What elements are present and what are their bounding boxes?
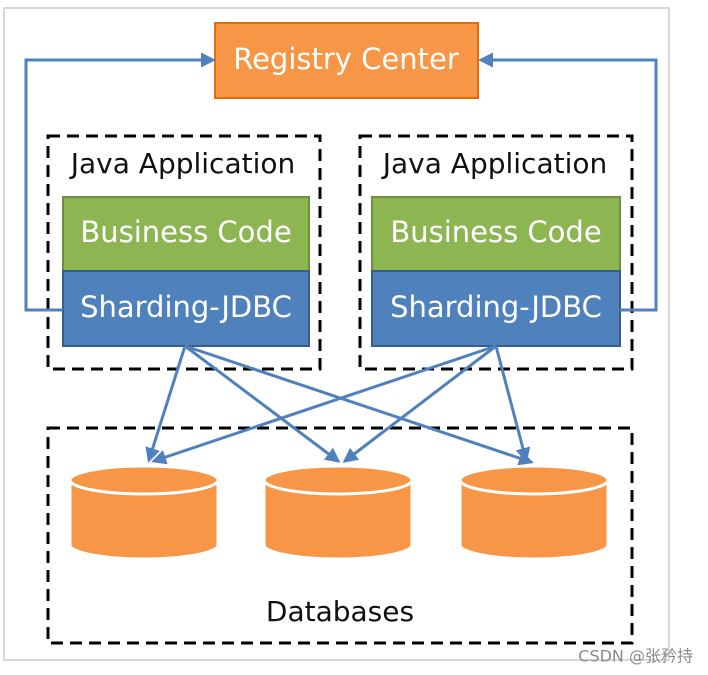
registry-center-box bbox=[214, 22, 479, 99]
business-code-right-label: Business Code bbox=[390, 215, 601, 249]
database-cylinder-1 bbox=[68, 464, 220, 561]
right-sharding-to-db2-arrow bbox=[342, 344, 497, 463]
csdn-watermark: CSDN @张矜持 bbox=[578, 647, 693, 666]
sharding-jdbc-left-box bbox=[62, 270, 310, 347]
database-cylinder-2 bbox=[262, 464, 414, 561]
database-cylinder-3 bbox=[458, 464, 610, 561]
java-application-right-title: Java Application bbox=[381, 147, 608, 180]
registry-center: Registry Center bbox=[214, 22, 479, 99]
right-sharding-to-db3-arrow bbox=[494, 345, 531, 463]
registry-connector-right-arrow bbox=[478, 52, 658, 312]
sharding-jdbc-left-label: Sharding-JDBC bbox=[80, 290, 292, 324]
databases-border bbox=[46, 426, 634, 645]
registry-center-label: Registry Center bbox=[233, 42, 459, 76]
registry-connector-left-arrow bbox=[24, 52, 216, 312]
java-application-left: Java Application Business Code Sharding-… bbox=[46, 134, 322, 371]
business-code-right-box bbox=[371, 196, 621, 272]
sharding-jdbc-right-label: Sharding-JDBC bbox=[390, 290, 602, 324]
databases-label: Databases bbox=[266, 595, 414, 628]
java-application-left-title: Java Application bbox=[69, 147, 296, 180]
left-sharding-to-db1-arrow bbox=[145, 345, 187, 463]
left-sharding-to-db2-arrow bbox=[184, 344, 341, 463]
java-application-left-border bbox=[46, 134, 322, 371]
business-code-left-label: Business Code bbox=[80, 215, 291, 249]
java-application-right: Java Application Business Code Sharding-… bbox=[358, 134, 634, 371]
sharding-jdbc-right-box bbox=[371, 270, 621, 347]
left-sharding-to-db3-arrow bbox=[184, 344, 534, 466]
right-sharding-to-db1-arrow bbox=[151, 344, 497, 465]
java-application-right-border bbox=[358, 134, 634, 371]
